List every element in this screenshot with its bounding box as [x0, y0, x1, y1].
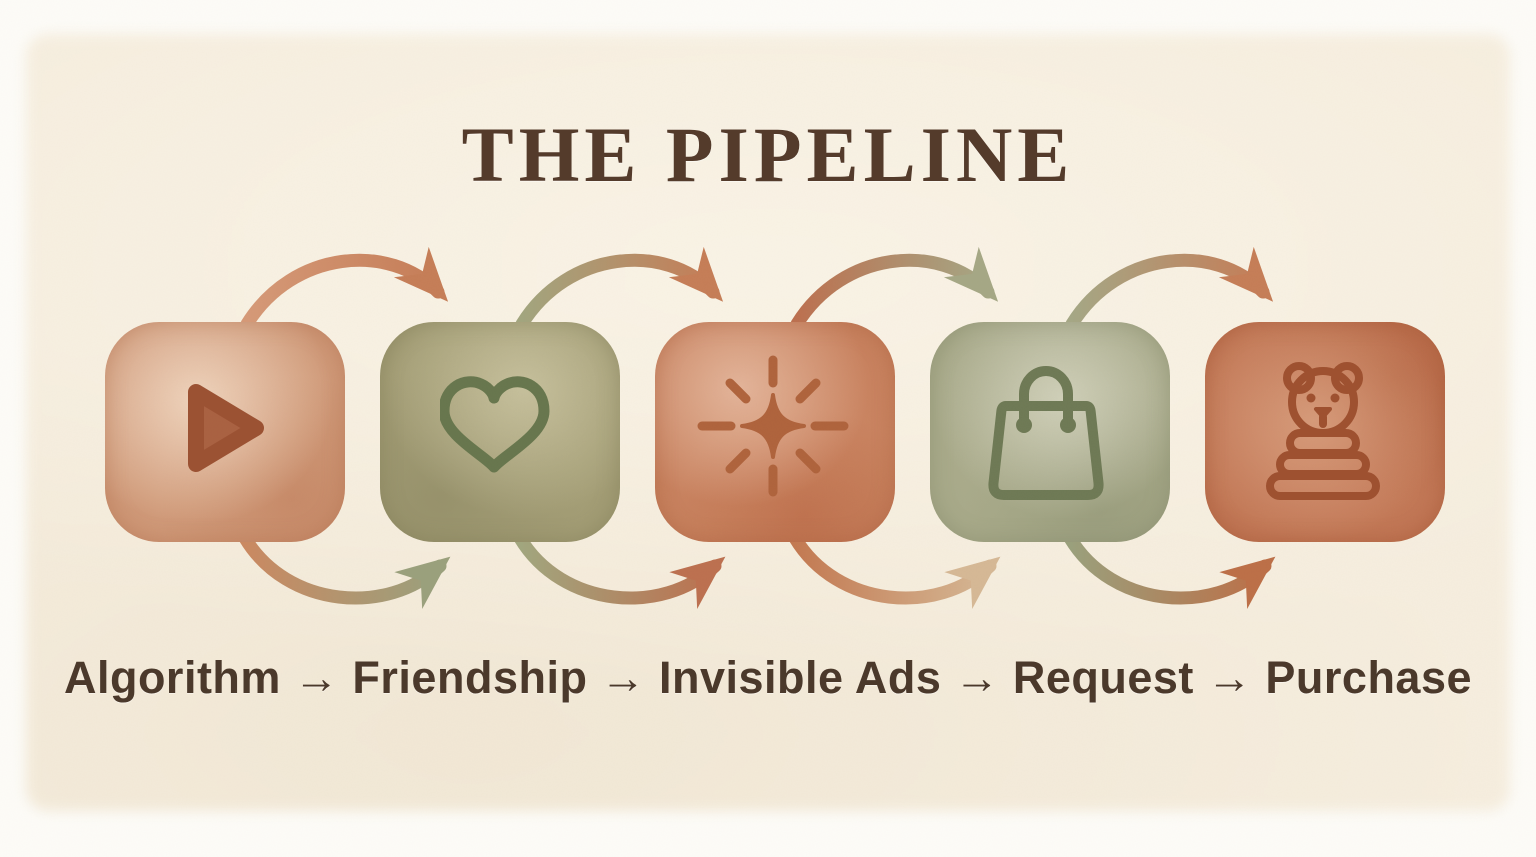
arrow-top-1 [240, 246, 449, 331]
tile-friendship [380, 322, 620, 542]
arrow-bottom-2 [513, 531, 726, 609]
arrow-bottom-1 [238, 531, 451, 609]
sparkle-icon [697, 355, 849, 497]
arrow-top-3 [790, 246, 999, 331]
shopping-bag-icon [988, 366, 1104, 500]
heart-icon [440, 376, 550, 473]
tile-invisible-ads [655, 322, 895, 542]
arrow-top-4 [1065, 246, 1274, 331]
pipeline-caption: Algorithm → Friendship → Invisible Ads →… [63, 652, 1473, 703]
teddy-bear-toy-icon [1266, 362, 1380, 500]
page-title: THE PIPELINE [461, 111, 1075, 198]
play-icon [188, 384, 264, 472]
arrow-bottom-4 [1063, 531, 1276, 609]
tile-request [930, 322, 1170, 542]
arrow-bottom-3 [788, 531, 1001, 609]
tile-algorithm [105, 322, 345, 542]
tile-purchase [1205, 322, 1445, 542]
arrow-top-2 [515, 246, 724, 331]
